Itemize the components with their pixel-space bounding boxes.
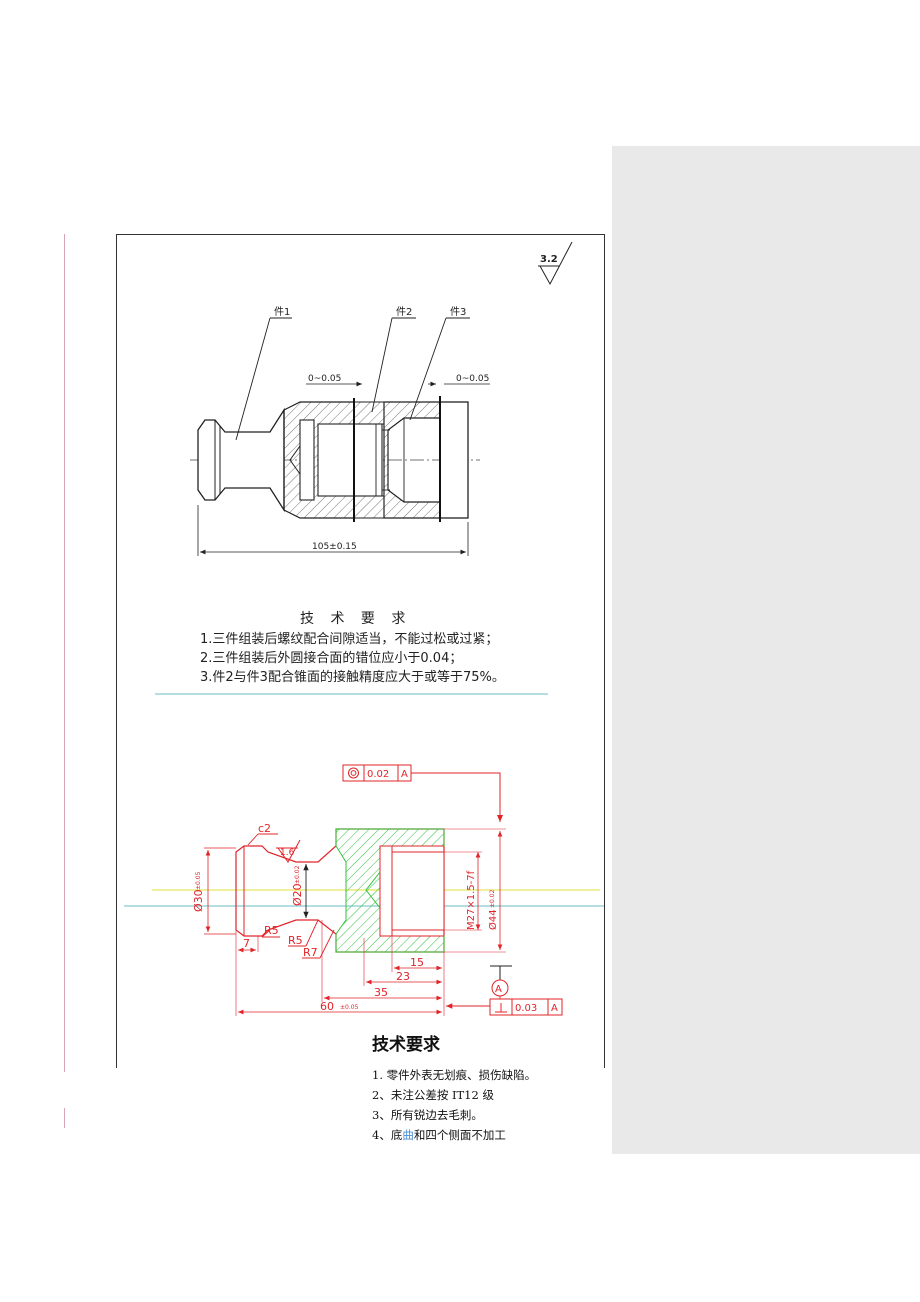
left-margin-line-lower	[64, 1108, 65, 1128]
overall-length-label: 105±0.15	[312, 542, 357, 552]
frame-top	[116, 234, 604, 235]
dia44-tol: ±0.02	[489, 889, 496, 908]
r7-label: R7	[303, 946, 318, 959]
tech1-item-2: 2.三件组装后外圆接合面的错位应小于0.04；	[200, 651, 463, 666]
tech2-item-3: 3、所有锐边去毛刺。	[372, 1108, 483, 1122]
frame-right	[604, 234, 605, 1068]
part2-shape	[283, 401, 390, 519]
gap-right-label: 0~0.05	[456, 374, 489, 384]
part-drawing: 0.02 A c2 1.6 Ø30	[124, 764, 604, 1016]
r5b-label: R5	[288, 934, 303, 947]
part3-label: 件3	[450, 306, 466, 318]
coaxiality-datum: A	[401, 769, 408, 780]
roughness-value: 3.2	[540, 254, 558, 265]
r5a-label: R5	[264, 924, 279, 937]
tech2-item-4-highlight: 曲	[402, 1128, 414, 1142]
datum-label: A	[495, 984, 502, 995]
tech2-item-1: 1. 零件外表无划痕、损伤缺陷。	[372, 1068, 537, 1082]
dim15-label: 15	[410, 956, 424, 969]
left-margin-line	[64, 234, 65, 1072]
dia30-tol: ±0.05	[195, 871, 202, 890]
dim60-label: 60	[320, 1000, 334, 1013]
part-outline	[235, 828, 445, 953]
perp-datum: A	[551, 1003, 558, 1014]
dim7-label: 7	[243, 937, 250, 950]
dim60-tol: ±0.05	[340, 1004, 359, 1011]
assembly-drawing: 3.2	[190, 241, 573, 556]
part2-label: 件2	[396, 306, 412, 318]
frame-left	[116, 234, 117, 1068]
comment-pane	[612, 146, 920, 1154]
dim35-label: 35	[374, 986, 388, 999]
tech2-title: 技术要求	[372, 1035, 440, 1055]
tech2-item-4: 4、底曲和四个侧面不加工	[372, 1125, 612, 1145]
tech1-item-1: 1.三件组装后螺纹配合间隙适当，不能过松或过紧；	[200, 632, 499, 647]
dia44-label: Ø44	[487, 909, 499, 930]
tech1-item-3: 3.件2与件3配合锥面的接触精度应大于或等于75%。	[200, 670, 505, 685]
tech2-item-4-pre: 4、底	[372, 1128, 403, 1142]
dia30-label: Ø30	[192, 889, 205, 912]
perp-tol: 0.03	[515, 1003, 537, 1014]
tech-requirements-1: 技 术 要 求 1.三件组装后螺纹配合间隙适当，不能过松或过紧； 2.三件组装后…	[200, 608, 600, 687]
tech2-item-2: 2、未注公差按 IT12 级	[372, 1088, 494, 1102]
tech2-item-4-post: 和四个侧面不加工	[413, 1128, 506, 1142]
tech1-title: 技 术 要 求	[300, 611, 412, 627]
thread-label: M27×1.5-7f	[466, 870, 477, 930]
surface-finish-label: 1.6	[280, 848, 295, 858]
dia20-label: Ø20	[291, 883, 304, 906]
coaxiality-tol: 0.02	[367, 769, 389, 780]
gap-left-label: 0~0.05	[308, 374, 341, 384]
perpendicularity-frame: 0.03 A	[446, 998, 563, 1016]
dim23-label: 23	[396, 970, 410, 983]
coaxiality-frame: 0.02 A	[342, 764, 503, 822]
part3-shape	[383, 401, 469, 519]
chamfer-label: c2	[258, 822, 271, 835]
dia20-tol: ±0.02	[294, 865, 301, 884]
roughness-symbol: 3.2	[538, 241, 573, 286]
part1-shape	[197, 407, 285, 513]
tech-requirements-2: 技术要求 1. 零件外表无划痕、损伤缺陷。 2、未注公差按 IT12 级 3、所…	[372, 1030, 612, 1145]
part1-label: 件1	[274, 306, 290, 318]
